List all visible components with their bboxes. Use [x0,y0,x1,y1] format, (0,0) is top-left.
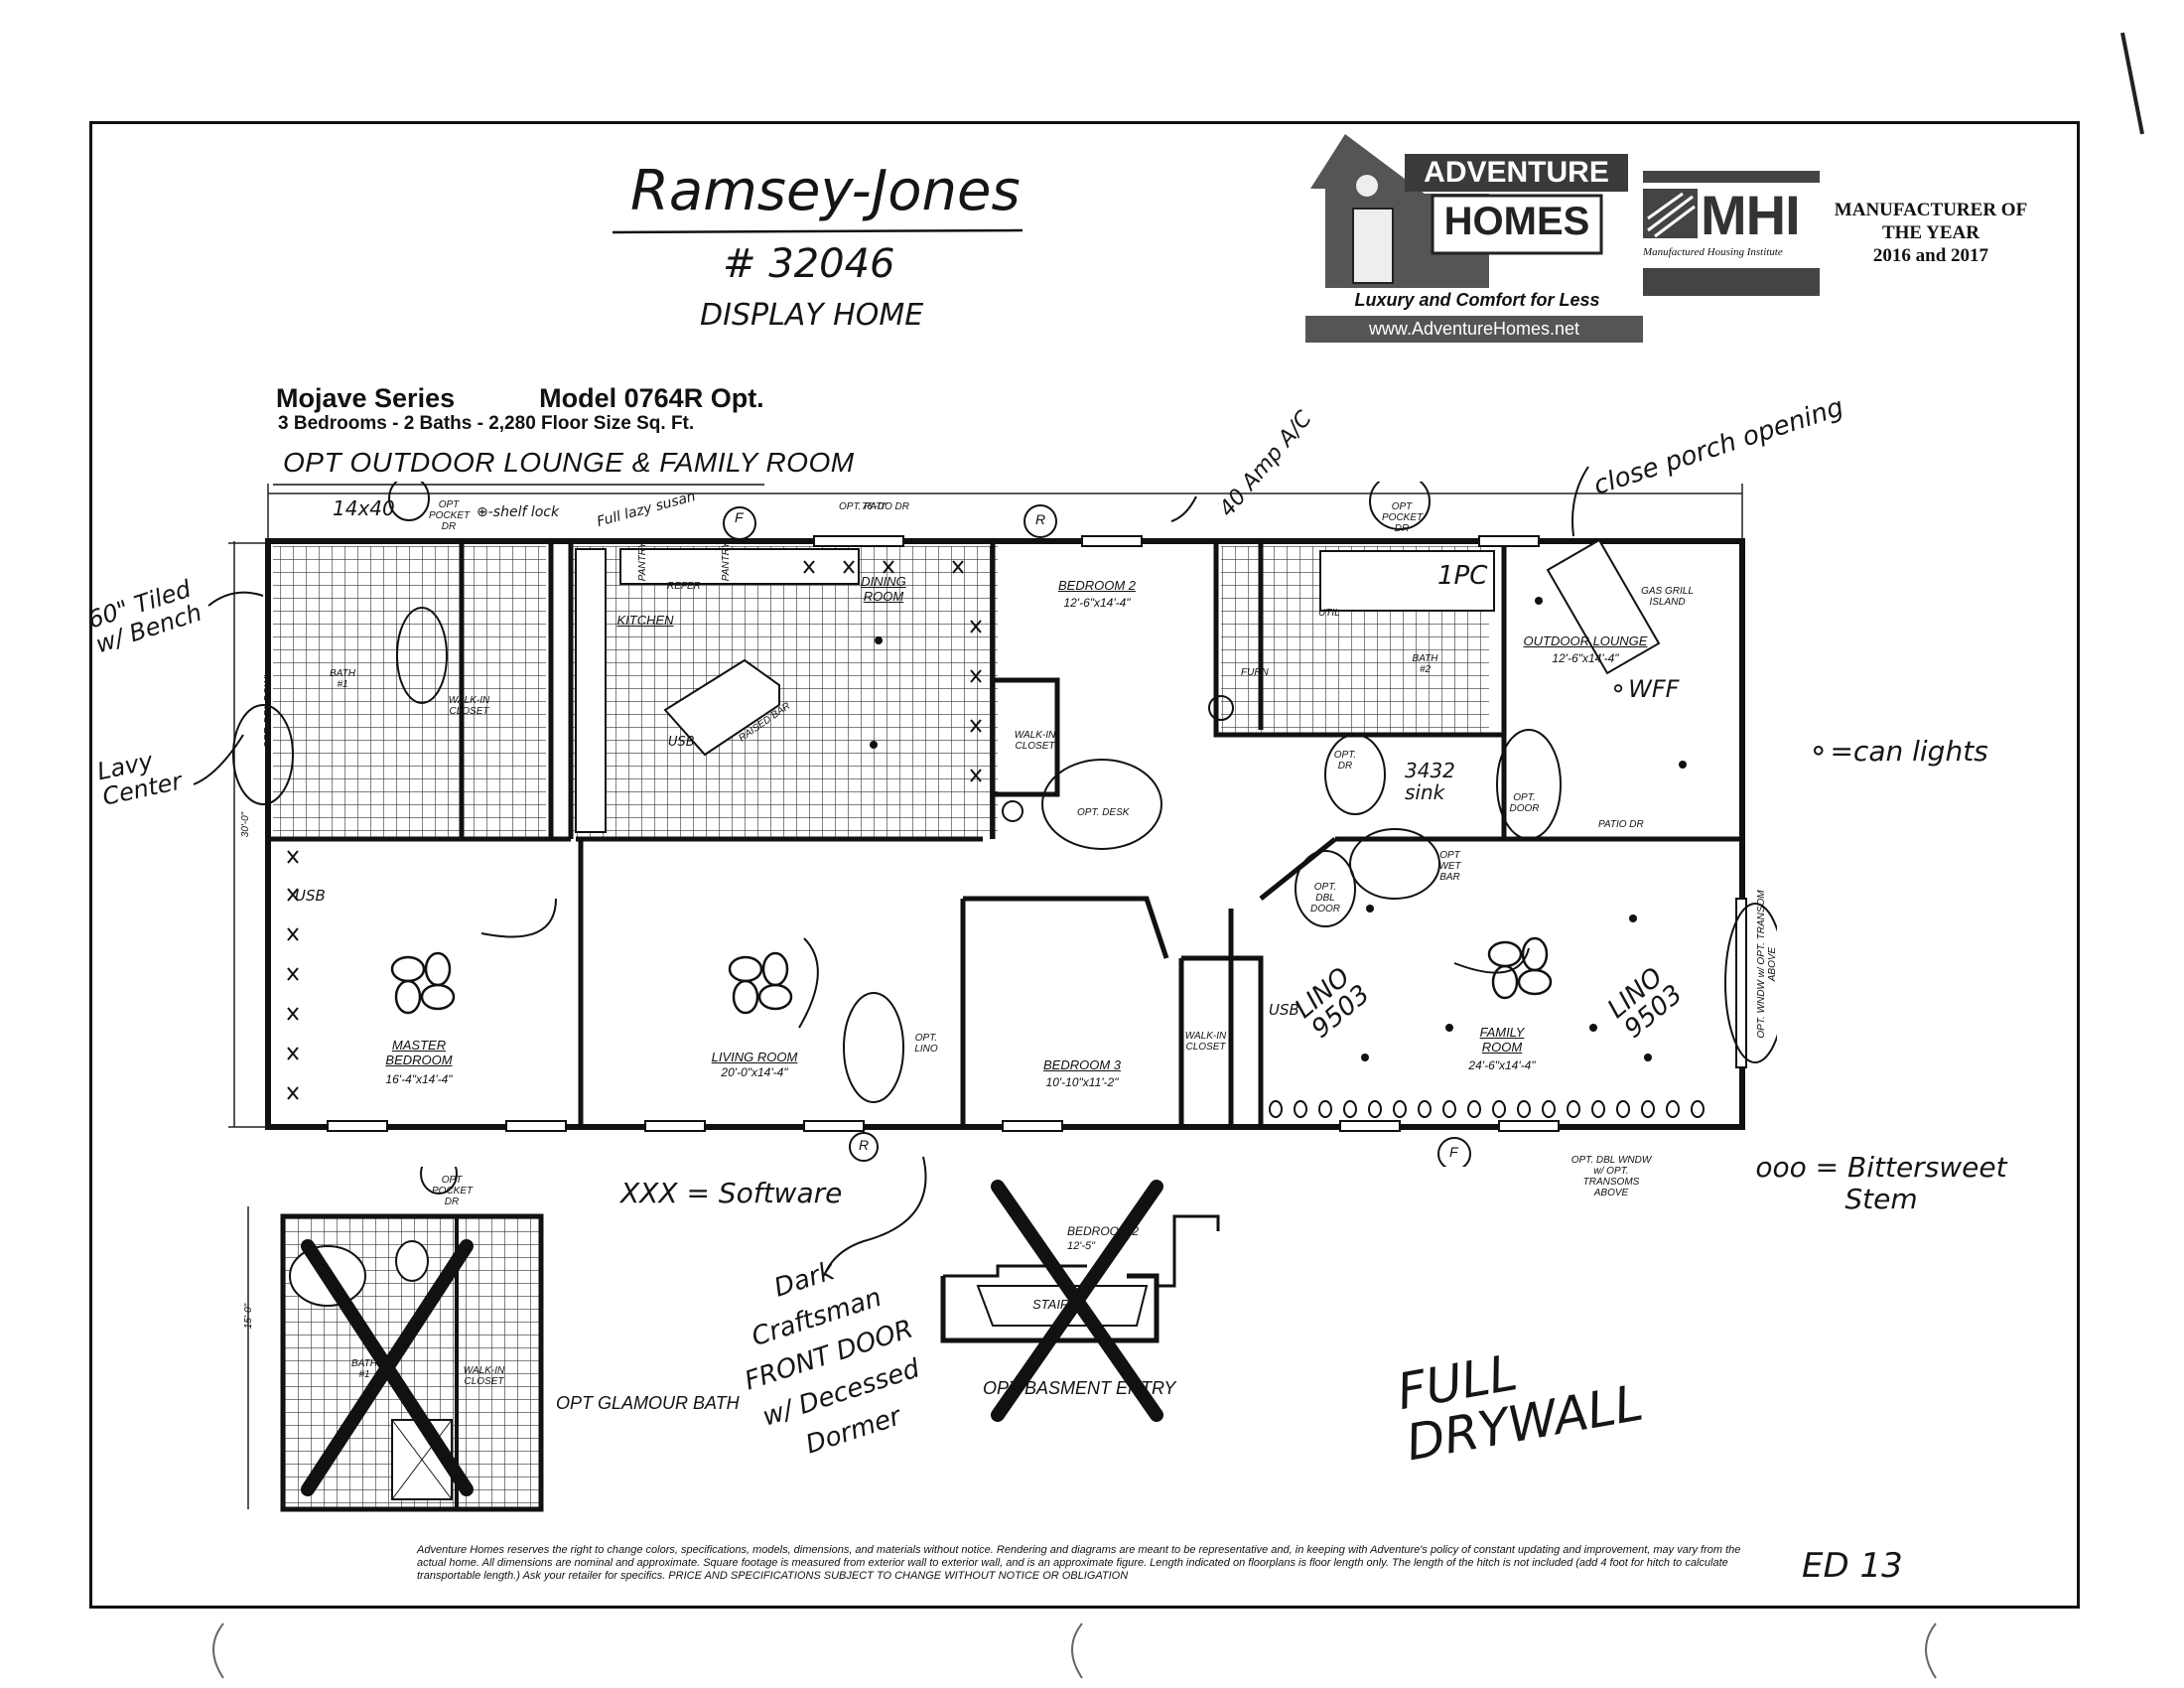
adventure-homes-logo: ADVENTURE HOMES Luxury and Comfort for L… [1305,134,1643,343]
label-opt-lino: OPT. LINO [914,1033,938,1055]
award-line1: MANUFACTURER OF [1834,200,2028,220]
inset-basement-entry [940,1180,1220,1422]
label-furn: FURN [1241,667,1269,678]
label-walkin2: WALK-IN CLOSET [1014,730,1056,752]
label-opt-desk: OPT. DESK [1077,807,1130,818]
label-master-dim: 16'-4"x14'-4" [385,1072,453,1086]
label-walkin3: WALK-IN CLOSET [1184,1031,1227,1053]
inset-bedroom2-dim: 12'-5" [1067,1240,1096,1252]
label-family: FAMILY ROOM [1479,1025,1525,1055]
label-opt-patio-dr: OPT. PATIO DR [839,501,909,512]
label-living-dim: 20'-0"x14'-4" [721,1065,788,1079]
mhi-logo: MHI Manufactured Housing Institute [1643,169,1822,298]
note-1pc: 1PC [1437,561,1488,591]
client-underline [612,228,1024,234]
label-living: LIVING ROOM [711,1050,798,1064]
logo-bottom-text: HOMES [1443,200,1590,243]
client-name: Ramsey-Jones [630,159,1021,223]
main-floorplan [228,482,1777,1167]
note-14x40: 14x40 [333,496,395,520]
label-opt-dbl-door: OPT. DBL DOOR [1310,882,1340,914]
award-line2: THE YEAR [1881,222,1979,243]
series-title: Mojave Series Model 0764R Opt. [276,383,764,414]
label-bath2: BATH #2 [1412,653,1438,675]
label-gas-grill: GAS GRILL ISLAND [1641,586,1694,608]
label-bedroom3-dim: 10'-10"x11'-2" [1045,1075,1119,1089]
logo-tagline: Luxury and Comfort for Less [1354,290,1600,310]
label-dining: DINING ROOM [861,574,906,604]
binder-marks [212,1622,1937,1679]
marker-f-top: F [735,509,744,525]
inset-opt-pocket: OPT POCKET DR [432,1175,474,1207]
option-title: OPT OUTDOOR LOUNGE & FAMILY ROOM [283,447,855,478]
label-refer: REFER [667,581,701,592]
label-bedroom2: BEDROOM 2 [1057,578,1137,593]
model-name: Model 0764R Opt. [539,383,764,413]
label-bedroom2-dim: 12'-6"x14'-4" [1063,596,1131,610]
bath1-tile [273,546,462,839]
disclaimer: Adventure Homes reserves the right to ch… [417,1544,1741,1582]
home-number: # 32046 [723,241,895,287]
label-width-dim: 76'-0" [862,501,887,512]
note-can-lights: ⚬=can lights [1807,735,1988,768]
label-master: MASTER BEDROOM [385,1038,453,1067]
label-kitchen: KITCHEN [616,613,674,628]
label-outdoor-lounge: OUTDOOR LOUNGE [1523,633,1648,648]
note-sink-size: 3432 sink [1405,759,1455,804]
marker-r-top: R [1035,511,1046,527]
award-line3: 2016 and 2017 [1872,245,1989,266]
series-name: Mojave Series [276,383,456,413]
label-bath1: BATH #1 [330,668,355,690]
label-util: UTIL [1318,608,1340,619]
label-patio-dr: PATIO DR [1598,819,1644,830]
note-shelf: ⊕-shelf lock [477,504,560,520]
inset-glamour-bath [247,1167,544,1512]
label-opt-dbl-window: OPT. DBL WNDW w/ OPT. TRANSOMS ABOVE [1570,1155,1652,1198]
label-opt-wet-bar: OPT WET BAR [1438,850,1461,883]
mhi-subtitle: Manufactured Housing Institute [1643,246,1783,258]
note-usb-family: USB [1269,1001,1299,1019]
scan-mark [2120,32,2144,135]
label-family-dim: 24'-6"x14'-4" [1468,1058,1536,1072]
inset-bedroom2: BEDROOM 2 [1067,1224,1140,1238]
note-software: XXX = Software [620,1177,843,1209]
note-wff: ⚬WFF [1608,675,1680,703]
inset-stairs: STAIRS [1032,1297,1078,1312]
logo-top-text: ADVENTURE [1424,156,1609,189]
mhi-text: MHI [1701,184,1801,246]
label-opt-door: OPT. DOOR [1509,792,1540,814]
inset-walkin: WALK-IN CLOSET [463,1365,505,1387]
note-bittersweet: ooo = Bittersweet Stem [1755,1151,2007,1215]
label-outdoor-lounge-dim: 12'-6"x14'-4" [1552,651,1619,665]
inset-glamour-label: OPT GLAMOUR BATH [556,1393,740,1413]
label-opt-pocket-dr1: OPT POCKET DR [429,499,471,532]
note-usb-kitchen: USB [668,735,695,750]
inset-basement-label: OPT BASMENT ENTRY [983,1378,1176,1398]
walkin1-tile [462,546,546,839]
logo-url: www.AdventureHomes.net [1368,319,1580,339]
label-opt-pocket-dr2: OPT POCKET DR [1382,501,1424,534]
note-usb-master: USB [295,887,326,905]
inset-bath: BATH #1 [351,1358,377,1380]
note-ed13: ED 13 [1802,1546,1903,1586]
label-bedroom3: BEDROOM 3 [1042,1057,1122,1072]
manufacturer-award: MANUFACTURER OF THE YEAR 2016 and 2017 [1827,199,2035,267]
label-opt-dr: OPT. DR [1333,750,1357,772]
label-walkin1: WALK-IN CLOSET [448,695,490,717]
option-title-underline [273,484,764,486]
inset-dim: 15'-0" [243,1303,255,1330]
marker-f-bottom: F [1449,1144,1458,1160]
marker-r-bottom: R [859,1137,870,1153]
series-subtitle: 3 Bedrooms - 2 Baths - 2,280 Floor Size … [278,413,695,434]
kitchen-tile [571,546,998,839]
display-home: DISPLAY HOME [700,298,924,333]
